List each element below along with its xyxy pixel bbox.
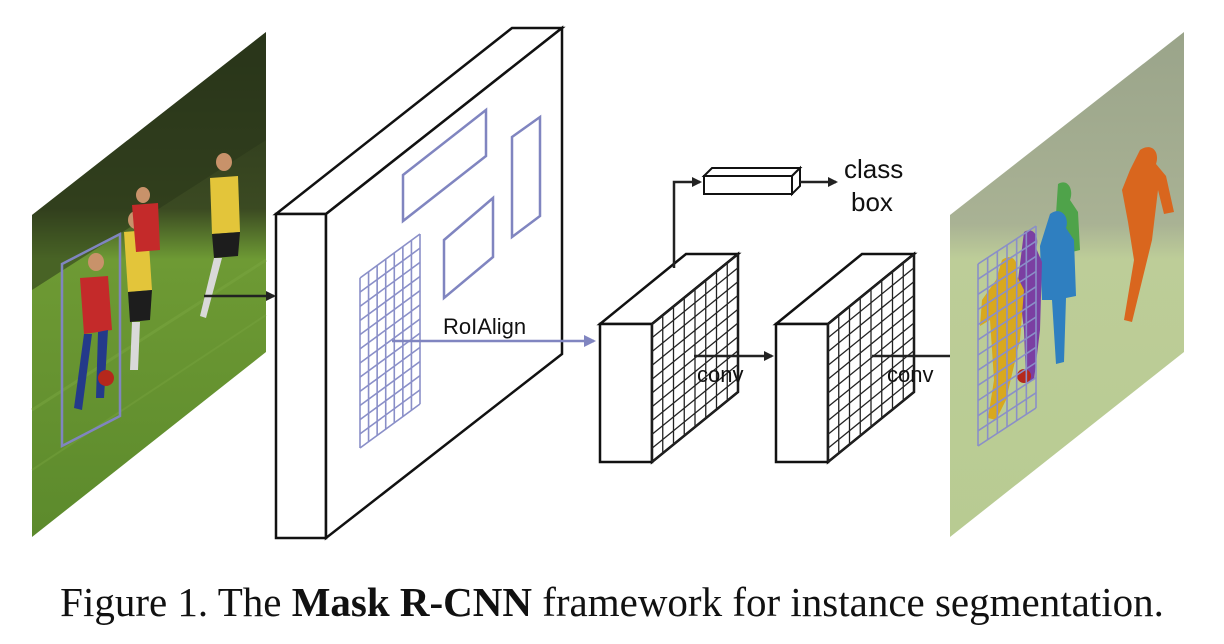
output-roi-grid [977,225,1037,447]
grid-line [827,363,915,435]
grid-line [359,403,421,449]
grid-line [359,247,421,293]
caption-model-name: Mask R-CNN [291,579,532,625]
grid-line [977,285,1037,326]
box-label: box [851,187,893,217]
roialign-label: RoIAlign [443,314,526,339]
player-yellow-2 [200,153,240,318]
fc-head-block [701,165,803,197]
grid-line [359,275,421,322]
grid-line [651,363,739,435]
grid-line [977,270,1037,311]
grid-line [977,392,1037,432]
grid-line [359,318,421,364]
arrow-to-head [672,177,702,268]
grid-line [977,225,1037,265]
roi-feature-grid-2 [827,253,915,463]
grid-line [651,377,739,449]
player-red [74,253,114,410]
grid-line [359,389,421,435]
grid-line [977,255,1037,296]
grid-line [651,308,739,380]
grid-line [359,261,421,307]
grid-line [827,281,915,353]
roi-feature-block-2 [772,251,918,465]
roi-feature-grid-1 [651,253,739,463]
caption-suffix: framework for instance segmentation. [531,579,1164,625]
grid-line [359,375,421,421]
grid-line [827,350,915,422]
roi-feature-block-1 [596,251,742,465]
grid-line [827,267,915,339]
player-red-2 [132,187,160,252]
grid-line [651,281,739,353]
grid-line [977,316,1037,356]
figure-caption: Figure 1. The Mask R-CNN framework for i… [0,578,1224,626]
proposal-box [442,195,495,301]
grid-line [651,350,739,422]
grid-line [651,322,739,394]
grid-line [359,290,421,336]
conv-label-1: conv [697,362,743,387]
grid-line [977,346,1037,387]
grid-line [651,294,739,366]
grid-line [977,376,1037,417]
proposal-box [510,114,542,240]
grid-line [977,361,1037,402]
grid-line [651,336,739,408]
backbone-feature-map [272,25,566,541]
grid-line [359,304,421,350]
mask-blue [1040,211,1076,364]
grid-line [977,407,1037,447]
grid-line [977,331,1037,371]
grid-line [827,294,915,366]
grid-line [977,240,1037,280]
grid-line [651,253,739,325]
proposal-box [401,107,488,224]
grid-line [827,336,915,408]
grid-line [827,253,915,325]
grid-line [827,391,915,463]
grid-line [827,308,915,380]
grid-line [359,360,421,407]
grid-line [827,377,915,449]
grid-line [651,391,739,463]
grid-line [977,301,1037,341]
caption-prefix: Figure 1. The [60,579,292,625]
grid-line [359,346,421,392]
grid-line [827,322,915,394]
mask-orange [1122,147,1174,322]
class-label: class [844,154,903,184]
grid-line [359,233,421,279]
grid-line [651,267,739,339]
conv-label-2: conv [887,362,933,387]
input-image [31,32,267,537]
output-image [950,32,1184,537]
